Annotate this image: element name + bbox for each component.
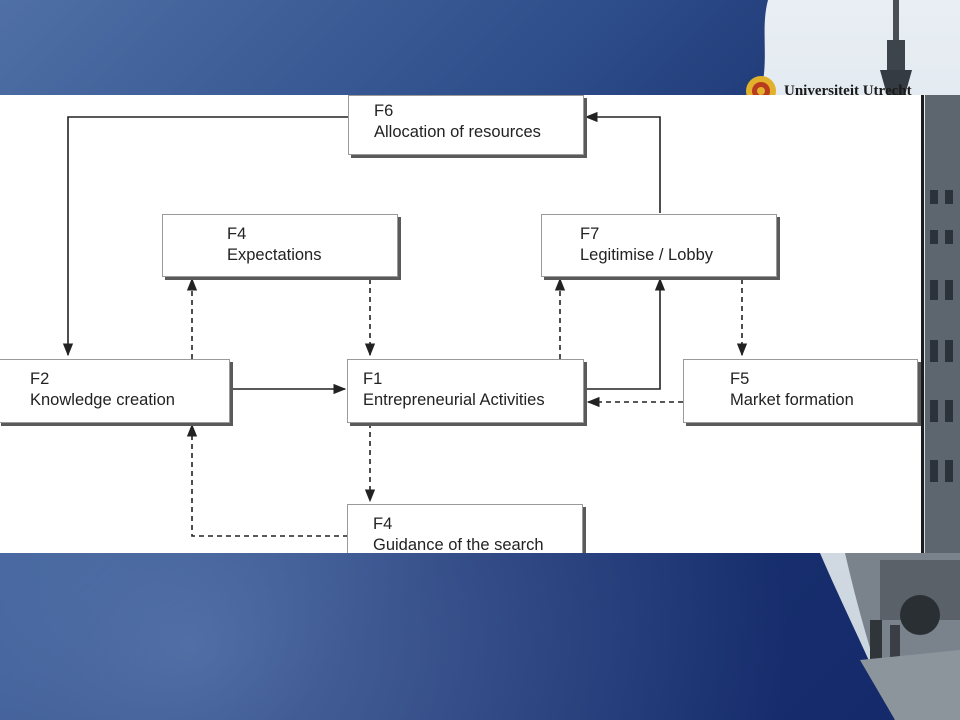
- node-f5-market-formation: F5 Market formation: [683, 359, 918, 423]
- node-label: Guidance of the search: [373, 536, 544, 553]
- node-f7-legitimise-lobby: F7 Legitimise / Lobby: [541, 214, 777, 277]
- node-label: Allocation of resources: [374, 123, 541, 141]
- node-label: Knowledge creation: [30, 391, 175, 409]
- node-id: F4: [373, 515, 393, 533]
- node-label: Expectations: [227, 246, 322, 264]
- node-label: Entrepreneurial Activities: [363, 391, 545, 409]
- node-label: Legitimise / Lobby: [580, 246, 713, 264]
- node-label: Market formation: [730, 391, 854, 409]
- node-id: F6: [374, 102, 394, 120]
- node-f4-guidance-of-the-search: F4 Guidance of the search: [347, 504, 583, 553]
- university-name: Universiteit Utrecht: [784, 82, 912, 99]
- diagram-panel: F6 Allocation of resources F4 Expectatio…: [0, 95, 921, 553]
- diagram-arrows: [62, 111, 748, 537]
- edge-f4b-f2: [186, 423, 348, 537]
- edge-f6-f2: [62, 116, 348, 357]
- node-f4-expectations: F4 Expectations: [162, 214, 398, 277]
- node-f6-allocation-of-resources: F6 Allocation of resources: [348, 95, 584, 155]
- node-id: F5: [730, 370, 750, 388]
- node-f1-entrepreneurial-activities: F1 Entrepreneurial Activities: [347, 359, 584, 423]
- edge-f7-f6: [584, 111, 661, 213]
- node-id: F1: [363, 370, 383, 388]
- node-id: F4: [227, 225, 247, 243]
- edge-f1-f7-solid: [586, 277, 666, 390]
- node-f2-knowledge-creation: F2 Knowledge creation: [0, 359, 230, 423]
- node-id: F7: [580, 225, 600, 243]
- node-id: F2: [30, 370, 50, 388]
